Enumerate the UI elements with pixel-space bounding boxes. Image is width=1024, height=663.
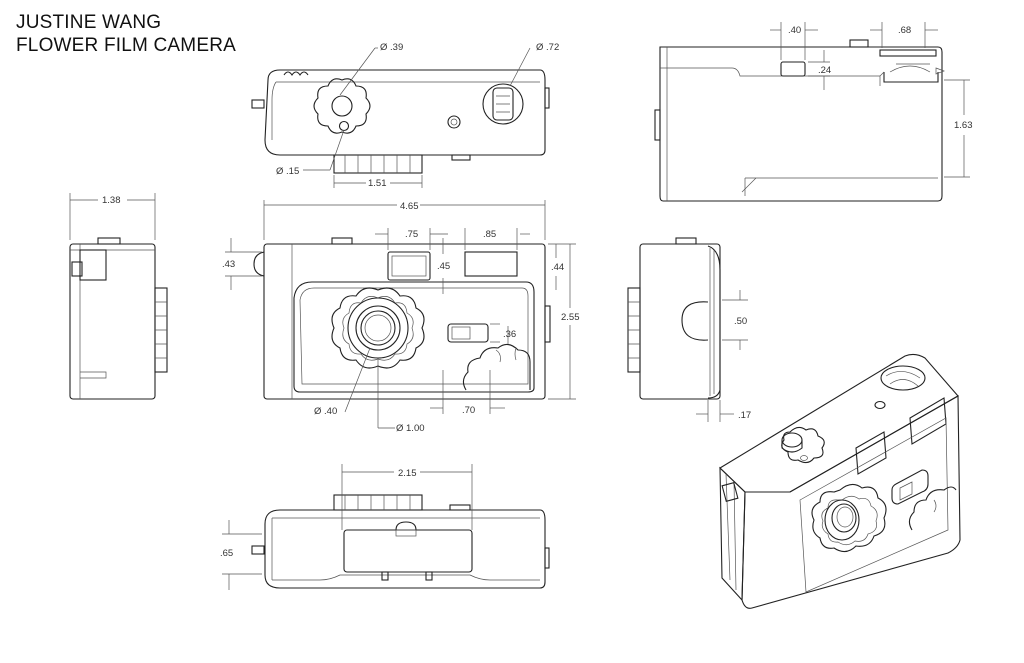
back-view xyxy=(654,22,970,202)
dim-back-68: .68 xyxy=(898,25,911,36)
dim-front-70: .70 xyxy=(462,405,475,416)
dim-bottom-65: .65 xyxy=(220,548,233,559)
dim-top-dia-72: Ø .72 xyxy=(536,42,559,53)
dim-front-45: .45 xyxy=(437,261,450,272)
drawing-title-subject: FLOWER FILM CAMERA xyxy=(16,35,237,56)
dim-right-50: .50 xyxy=(734,316,747,327)
dim-front-465: 4.65 xyxy=(400,201,419,212)
dim-bottom-215: 2.15 xyxy=(398,468,417,479)
drawing-title-name: JUSTINE WANG xyxy=(16,12,162,33)
dim-back-163: 1.63 xyxy=(954,120,973,131)
dim-right-17: .17 xyxy=(738,410,751,421)
right-side-view xyxy=(627,237,748,422)
dim-front-43: .43 xyxy=(222,259,235,270)
dim-top-151: 1.51 xyxy=(368,178,387,189)
dim-front-85: .85 xyxy=(483,229,496,240)
dim-top-dia-39: Ø .39 xyxy=(380,42,403,53)
dim-top-dia-15: Ø .15 xyxy=(276,166,299,177)
dim-front-75: .75 xyxy=(405,229,418,240)
left-side-view xyxy=(69,193,168,400)
dim-side-138: 1.38 xyxy=(102,195,121,206)
bottom-view xyxy=(222,464,550,590)
isometric-view xyxy=(719,353,961,609)
dim-front-36: .36 xyxy=(503,329,516,340)
dim-back-40: .40 xyxy=(788,25,801,36)
dim-front-dia-40: Ø .40 xyxy=(314,406,337,417)
dim-back-24: .24 xyxy=(818,65,831,76)
dim-front-44: .44 xyxy=(551,262,564,273)
top-view xyxy=(251,47,550,188)
front-view xyxy=(225,200,576,429)
dim-front-255: 2.55 xyxy=(561,312,580,323)
dim-front-dia-100: Ø 1.00 xyxy=(396,423,425,434)
